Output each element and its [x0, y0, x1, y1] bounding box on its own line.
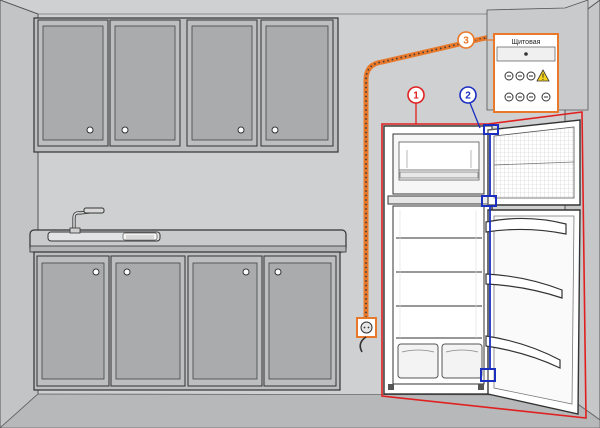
upper-cabinets: [33, 17, 339, 153]
door-shelves: [485, 217, 567, 369]
door-knob: [242, 268, 250, 276]
breaker-row: [504, 69, 550, 82]
lower-cabinet-door: [187, 255, 263, 387]
panel-label: Щитовая: [512, 39, 541, 46]
door-knob: [86, 126, 94, 134]
door-sensors: [480, 124, 499, 382]
freezer-door: [487, 119, 581, 206]
callout-1: 1: [407, 86, 425, 104]
callout-3-number: 3: [463, 36, 469, 47]
crisper-drawers: [397, 343, 483, 379]
lower-cabinet-door: [263, 255, 337, 387]
callout-3: 3: [457, 31, 475, 49]
upper-cabinet-door: [260, 19, 334, 147]
left-side-wall: [0, 0, 39, 428]
fridge-highlight: [381, 111, 587, 419]
door-knob: [92, 268, 100, 276]
socket-icon: [356, 317, 377, 353]
door-knob: [121, 126, 129, 134]
callout-2-number: 2: [465, 91, 471, 102]
breaker-row: [504, 92, 551, 102]
fridge-shelves: [396, 210, 482, 339]
door-knob: [237, 126, 245, 134]
lower-cabinets: [33, 251, 341, 391]
door-knob: [274, 268, 282, 276]
warning-icon: [536, 69, 550, 82]
lower-cabinet-door: [36, 255, 110, 387]
door-knob: [123, 268, 131, 276]
sink-icon: [47, 231, 161, 242]
lower-cabinet-door: [110, 255, 186, 387]
faucet-icon: [69, 207, 105, 234]
countertop: [29, 207, 347, 253]
upper-cabinet-door: [186, 19, 258, 147]
callout-leaders: [415, 39, 494, 129]
callout-2: 2: [459, 86, 477, 104]
upper-cabinet-door: [109, 19, 181, 147]
upper-cabinet-door: [37, 19, 109, 147]
floor: [0, 393, 600, 428]
refrigerator: [381, 111, 587, 419]
electrical-panel: Щитовая: [486, 0, 589, 113]
door-knob: [271, 126, 279, 134]
power-cable: [363, 33, 495, 322]
main-door: [485, 209, 581, 415]
callout-1-number: 1: [413, 91, 419, 102]
